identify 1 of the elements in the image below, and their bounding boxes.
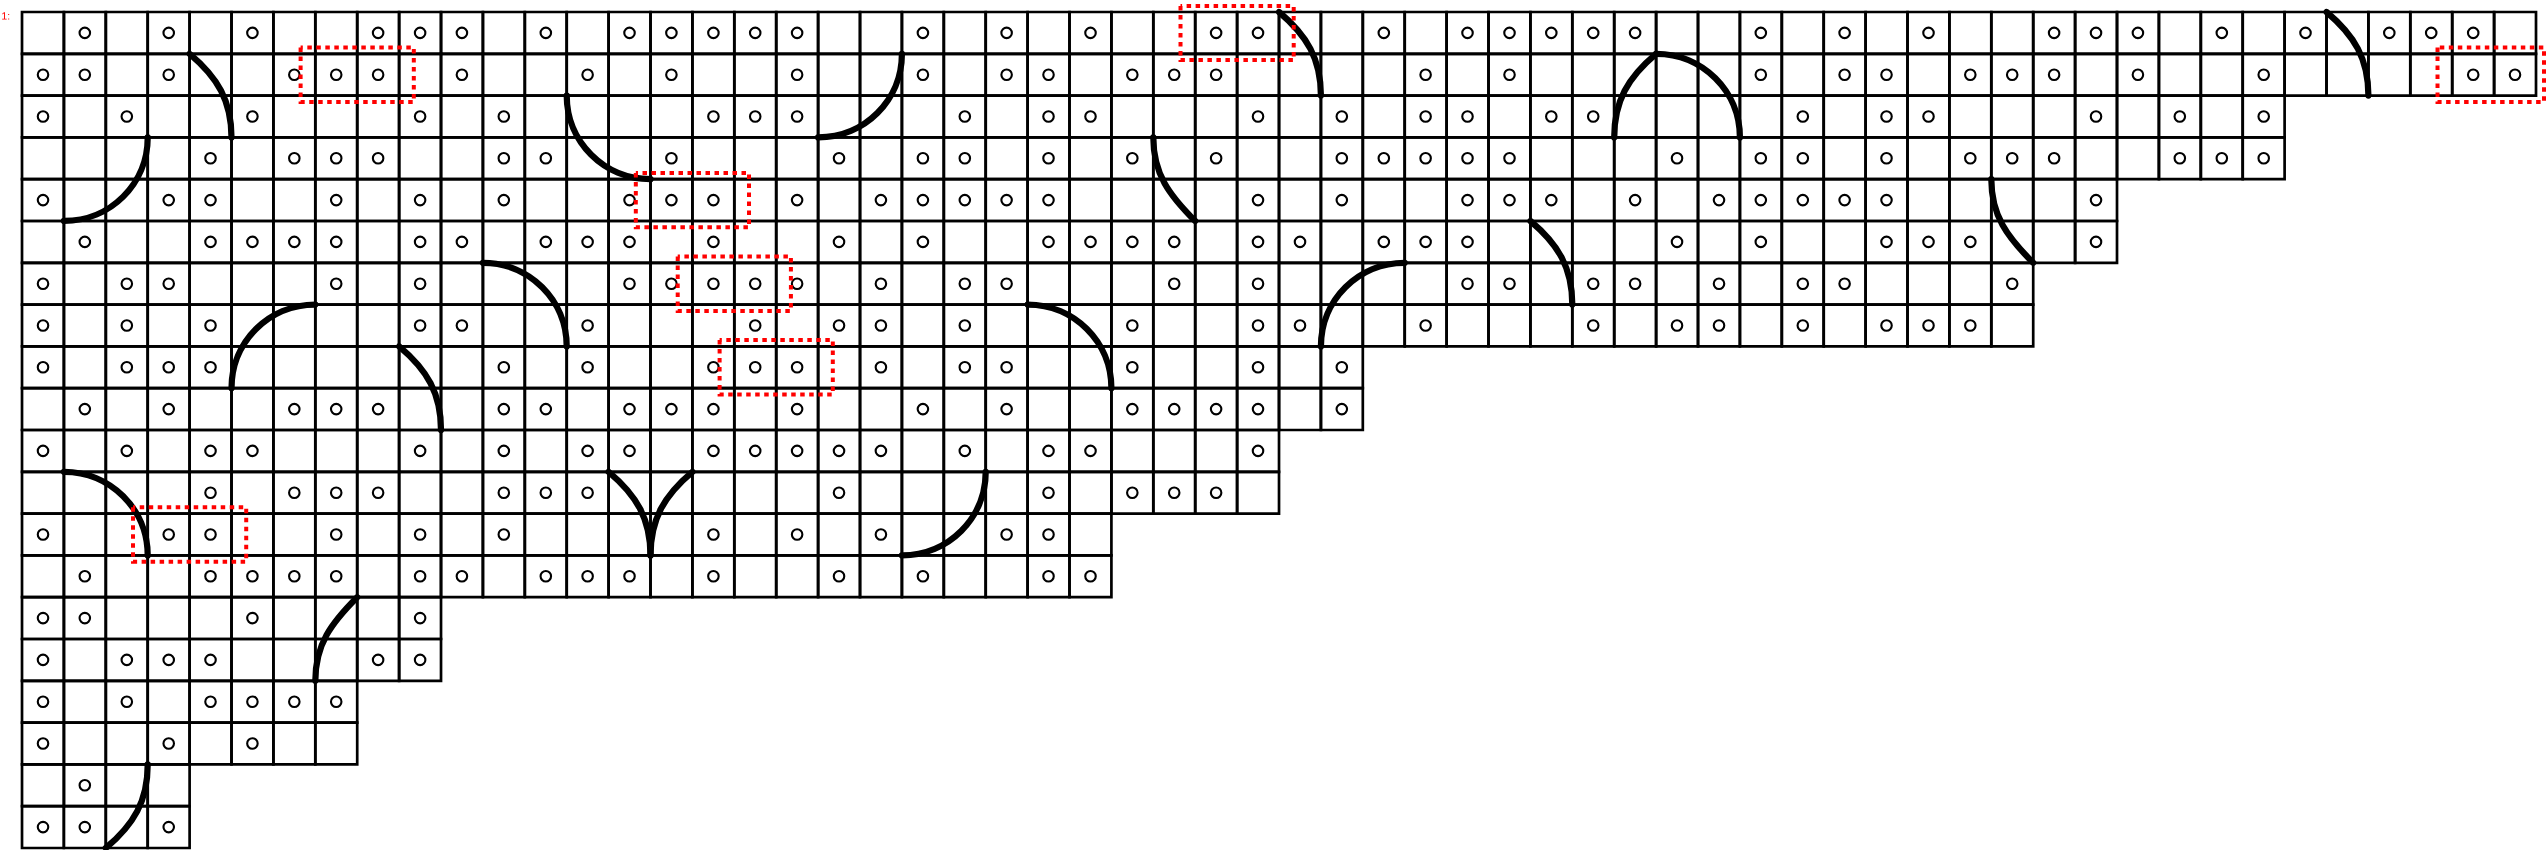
row-label: 1:	[2, 12, 10, 20]
